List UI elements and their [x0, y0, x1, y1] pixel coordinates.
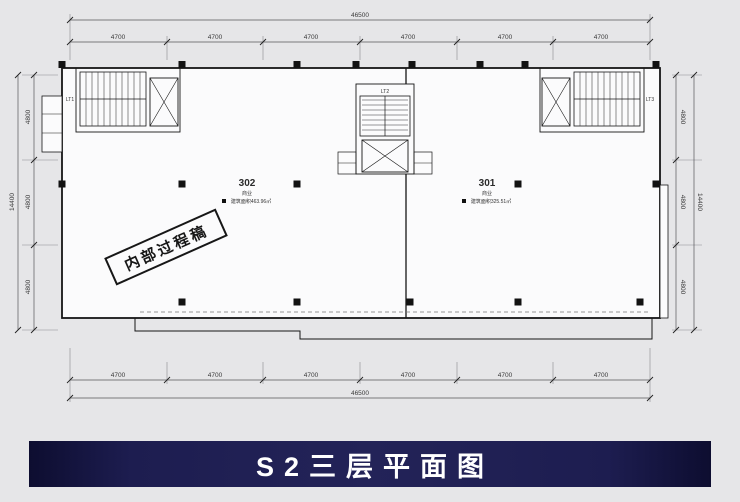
left-side-block [41, 95, 63, 153]
dim-bottom-seg: 4700 [401, 372, 416, 379]
stair-room-right [539, 67, 645, 133]
dim-top-seg: 4700 [304, 34, 319, 41]
unit-labels: 302 商业 建筑面积463.96㎡ 301 商业 建筑面积325.51㎡ [222, 178, 511, 205]
left-side-block-lines [42, 113, 62, 134]
unit-left-area: 建筑面积463.96㎡ [231, 198, 271, 205]
columns [58, 61, 660, 306]
floor-plan-drawing: 46500 4700 4700 4700 4700 4700 4700 4700… [9, 12, 703, 402]
dim-top-seg: 4700 [208, 34, 223, 41]
unit-left-use: 商业 [242, 190, 252, 197]
dim-right-total: 14400 [696, 193, 703, 211]
dimension-labels: 46500 4700 4700 4700 4700 4700 4700 4700… [9, 12, 703, 397]
dimension-ticks [14, 16, 698, 402]
column [406, 298, 414, 306]
dim-left-seg: 4800 [25, 109, 32, 124]
column [58, 61, 66, 68]
column [178, 180, 186, 188]
column [178, 61, 186, 68]
column [352, 61, 360, 68]
dim-bottom-seg: 4700 [304, 372, 319, 379]
dim-bottom-seg: 4700 [498, 372, 513, 379]
title-banner: S2三层平面图 [29, 441, 711, 487]
dim-right-seg: 4800 [679, 195, 686, 210]
dim-top-seg: 4700 [111, 34, 126, 41]
column [178, 298, 186, 306]
dim-bottom-total: 46500 [351, 390, 369, 397]
dim-left-seg: 4800 [25, 279, 32, 294]
elevator-center-cross [361, 139, 409, 173]
column [652, 180, 660, 188]
canopy-edge [134, 318, 653, 340]
dim-top-total: 46500 [351, 12, 369, 19]
dimension-extension-lines [22, 14, 702, 402]
stair-center-label: LT2 [381, 89, 389, 95]
unit-left-number: 302 [239, 178, 256, 189]
stair-core-center: LT2 [337, 83, 433, 175]
area-icon [222, 199, 226, 203]
column [293, 61, 301, 68]
elevator-center [361, 139, 409, 173]
unit-right-use: 商业 [482, 190, 492, 197]
column [408, 61, 416, 68]
dim-right-seg: 4800 [679, 280, 686, 295]
right-side-strip [659, 184, 669, 319]
dim-top-seg: 4700 [498, 34, 513, 41]
dim-left-total: 14400 [9, 193, 16, 211]
elevator-right [541, 77, 571, 127]
elevator-right-cross [541, 77, 571, 127]
column [636, 298, 644, 306]
column [293, 298, 301, 306]
dim-bottom-seg: 4700 [594, 372, 609, 379]
column [521, 61, 529, 68]
column [652, 61, 660, 68]
dim-top-seg: 4700 [594, 34, 609, 41]
column [476, 61, 484, 68]
stair-left-label: LT1 [66, 97, 74, 103]
page-title: S2三层平面图 [255, 451, 495, 482]
area-icon [462, 199, 466, 203]
dim-right-seg: 4800 [679, 110, 686, 125]
column [293, 180, 301, 188]
dim-left-seg: 4800 [25, 194, 32, 209]
elevator-left [149, 77, 179, 127]
unit-right-number: 301 [479, 178, 496, 189]
unit-right-area: 建筑面积325.51㎡ [471, 198, 511, 205]
dim-top-seg: 4700 [401, 34, 416, 41]
stair-core-left: LT1 [66, 67, 181, 133]
stair-core-right: LT3 [539, 67, 654, 133]
dim-bottom-seg: 4700 [208, 372, 223, 379]
stair-room-left [75, 67, 181, 133]
column [58, 180, 66, 188]
column [514, 180, 522, 188]
dim-bottom-seg: 4700 [111, 372, 126, 379]
stair-right-label: LT3 [646, 97, 654, 103]
column [514, 298, 522, 306]
elevator-left-cross [149, 77, 179, 127]
